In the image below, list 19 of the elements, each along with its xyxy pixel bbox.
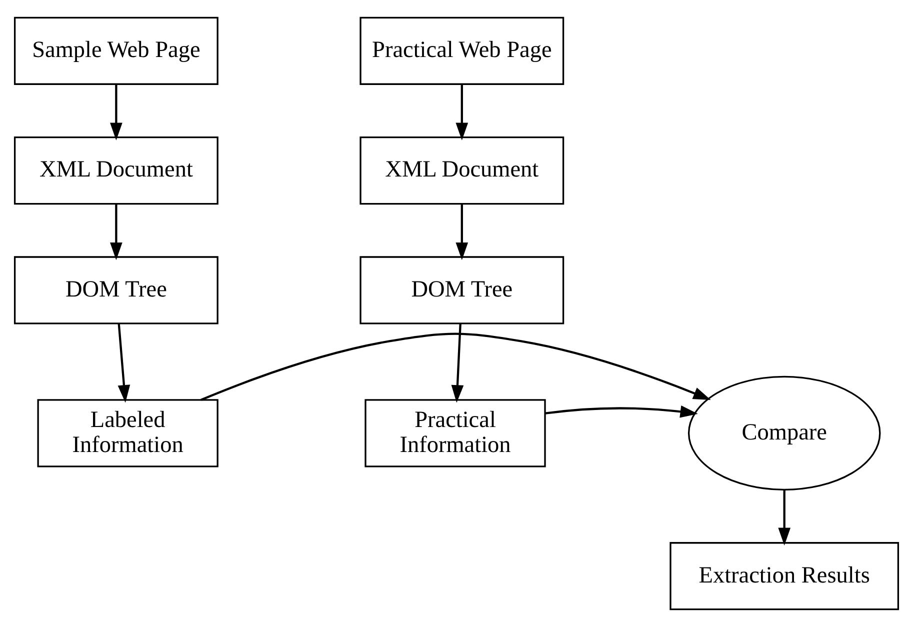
- node-ellipse: Compare: [688, 376, 881, 490]
- arrow: [110, 84, 122, 140]
- arrow: [110, 204, 122, 260]
- arrow: [456, 204, 468, 260]
- node-box: Practical Information: [364, 399, 546, 468]
- node-box: DOM Tree: [14, 256, 218, 324]
- node-box: DOM Tree: [360, 256, 564, 324]
- arrow: [451, 324, 464, 403]
- arrow: [118, 323, 130, 403]
- arrow: [456, 84, 468, 140]
- arrow: [778, 490, 791, 546]
- node-box: XML Document: [14, 136, 218, 205]
- node-box: XML Document: [360, 136, 564, 205]
- node-box: Labeled Information: [37, 399, 218, 468]
- node-box: Extraction Results: [670, 542, 900, 610]
- arrow: [545, 405, 698, 418]
- node-box: Sample Web Page: [14, 16, 218, 85]
- node-box: Practical Web Page: [360, 16, 564, 85]
- arrow: [200, 332, 711, 401]
